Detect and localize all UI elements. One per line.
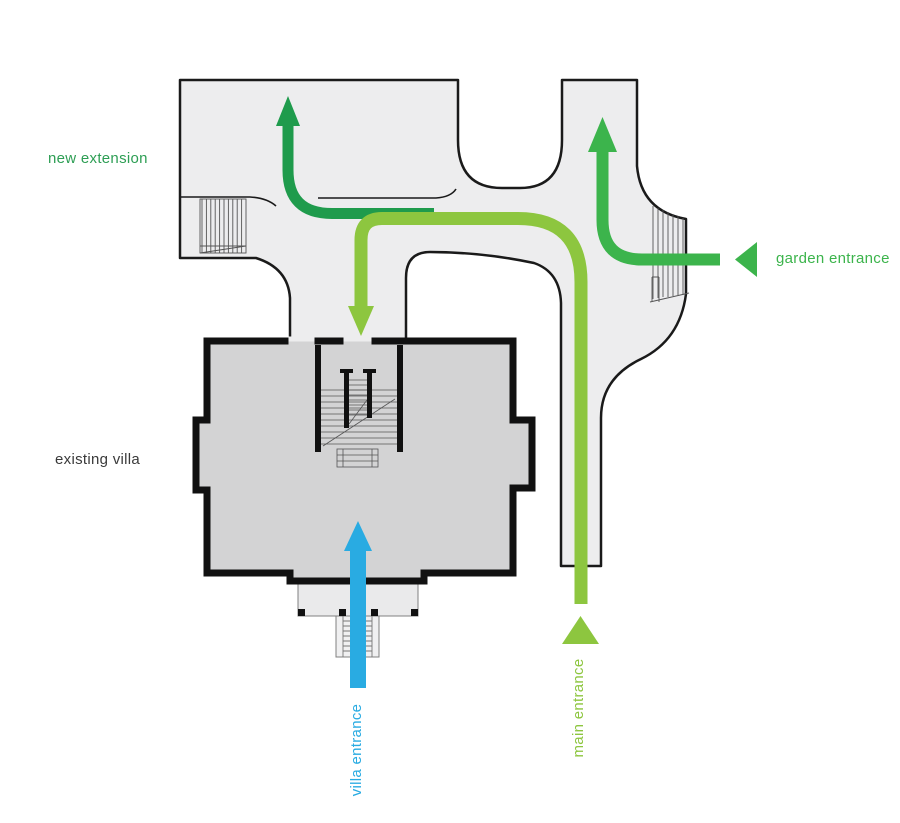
extension-stair-west (199, 198, 247, 254)
stair-newel-walls (340, 369, 376, 428)
villa-stair-hall (315, 345, 403, 468)
villa-entrance-label: villa entrance (348, 703, 365, 797)
portico-columns (298, 609, 418, 616)
extension-partition-walls (181, 188, 457, 207)
arrow-head-up-icon (276, 96, 300, 126)
garden-entrance-label: garden entrance (776, 250, 890, 267)
arrow-head-down-icon (348, 306, 374, 336)
arrow-head-left-icon (735, 242, 757, 277)
new-extension-floorplate (178, 78, 688, 568)
main-entrance-arrow (348, 212, 599, 644)
new-extension-label: new extension (48, 150, 148, 167)
extension-circulation-arrow (276, 96, 434, 219)
villa-wall-openings (288, 336, 372, 347)
arrow-head-up-icon (562, 616, 599, 644)
existing-villa-label: existing villa (55, 451, 141, 468)
villa-entrance-arrow (344, 521, 372, 688)
arrow-head-up-icon (344, 521, 372, 551)
main-entrance-label: main entrance (570, 658, 587, 758)
garden-entrance-arrow (588, 117, 757, 277)
arrow-head-up-icon (588, 117, 617, 152)
